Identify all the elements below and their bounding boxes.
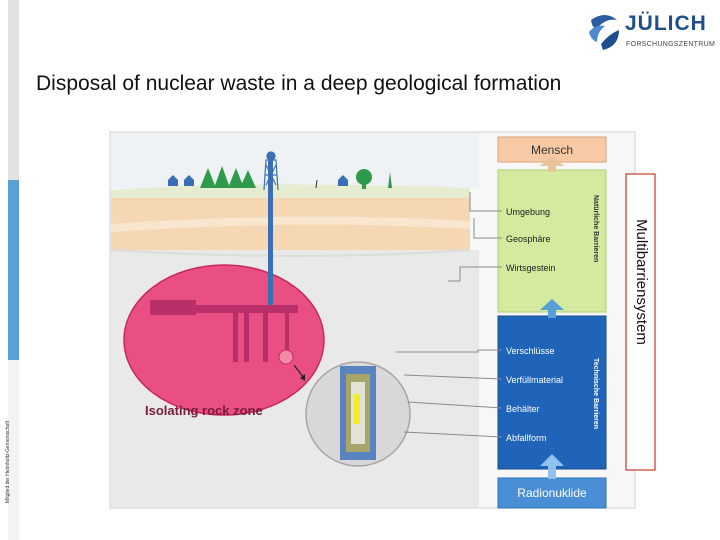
leader-lines [396,192,503,438]
isolating-rock-zone [123,264,325,416]
zoom-arrowhead [300,374,305,381]
small-tree [388,172,392,188]
sky [111,133,479,188]
borehole-2 [244,312,249,362]
borehole-3 [263,312,268,362]
technical-barriers-item-4: Abfallform [506,433,547,443]
technical-barriers-item-3: Behälter [506,404,540,414]
radionuklide-label: Radionuklide [517,486,587,500]
arrow-technical-to-natural [540,299,564,318]
trees [200,166,372,189]
main-drift [170,305,298,313]
page-title: Disposal of nuclear waste in a deep geol… [36,72,562,95]
mensch-label: Mensch [531,143,573,157]
technical-barriers-group-label: Technische Barrieren [592,358,599,429]
logo-name: JÜLICH [625,12,707,35]
borehole-4 [285,312,289,352]
sidebar-bar-bottom [8,360,19,540]
arrow-radionuklide-to-technical [540,454,564,479]
sediment-layer [111,198,470,256]
multibarriensystem-label: Multibarriensystem [633,219,650,345]
canister-core [354,394,360,424]
arrow-natural-to-mensch [540,156,564,172]
natural-barriers-box [497,169,607,313]
sediment-band [110,216,471,232]
borehole-1 [233,312,238,362]
logo: JÜLICH FORSCHUNGSZENTRUM [585,10,715,54]
technical-barriers-box [497,315,607,470]
zoom-marker [278,349,294,365]
multibarrier-frame [625,173,656,471]
juelich-logo-icon [589,15,619,50]
technical-barriers-item-2: Verfüllmaterial [506,375,563,385]
pole [315,179,318,189]
radionuklide-box [497,477,607,509]
access-room [150,300,196,315]
natural-barriers-group-label: Natürliche Barrieren [592,195,599,262]
natural-barriers-item-2: Geosphäre [506,234,551,244]
technical-barriers-item-1: Verschlüsse [506,346,555,356]
sidebar-bar-top [8,0,19,180]
zoom-arrow [293,364,305,379]
logo-subtitle: FORSCHUNGSZENTRUM [626,41,716,48]
rock-boundary [110,249,471,257]
zone-label: Isolating rock zone [145,403,263,418]
natural-barriers-item-3: Wirtsgestein [506,263,556,273]
natural-barriers-item-1: Umgebung [506,207,550,217]
houses [168,175,348,186]
shaft [268,160,273,310]
sidebar-bar-middle [8,180,19,360]
